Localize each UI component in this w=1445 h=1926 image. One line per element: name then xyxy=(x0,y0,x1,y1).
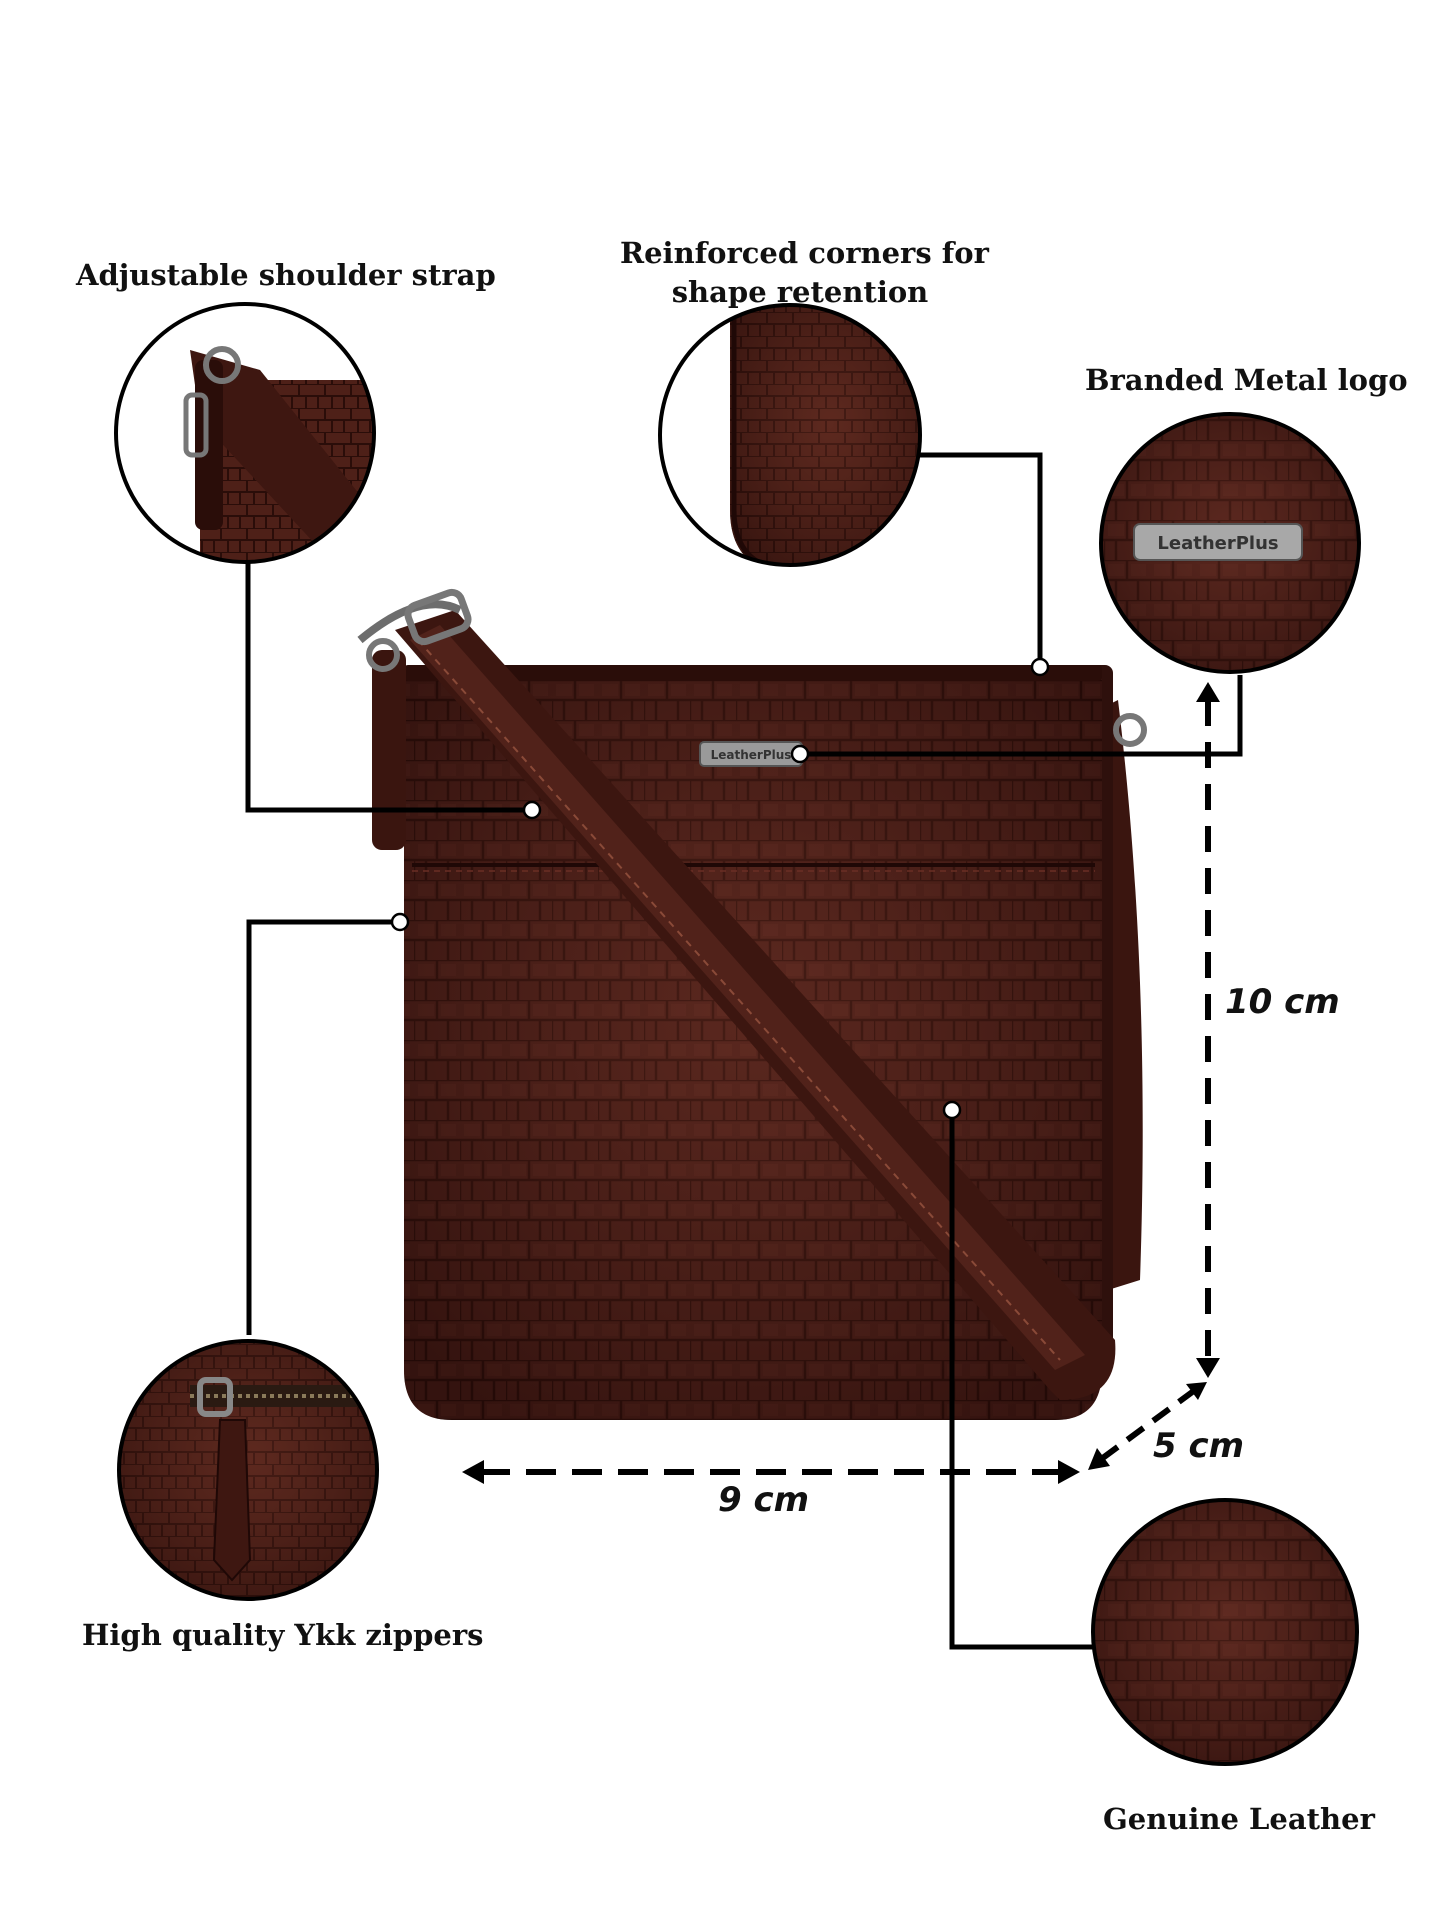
feature-label-logo: Branded Metal logo xyxy=(1085,363,1408,397)
bag-illustration: LeatherPlus xyxy=(357,588,1147,1420)
bag-logo-text: LeatherPlus xyxy=(711,748,792,762)
detail-strap-circle xyxy=(114,302,376,564)
detail-corner-circle xyxy=(658,303,922,567)
feature-label-leather: Genuine Leather xyxy=(1103,1802,1375,1836)
feature-label-corners: Reinforced corners for shape retention xyxy=(620,234,989,312)
connector-strap xyxy=(245,560,532,813)
connector-lines xyxy=(245,452,1243,1650)
feature-label-strap: Adjustable shoulder strap xyxy=(76,258,496,292)
connector-dots xyxy=(390,657,1050,1120)
detail-logo-text: LeatherPlus xyxy=(1157,533,1278,554)
detail-zipper-circle xyxy=(117,1339,379,1601)
detail-leather-circle xyxy=(1091,1498,1359,1766)
connector-logo xyxy=(800,675,1243,757)
dimension-height-label: 10 cm xyxy=(1225,982,1340,1022)
dimension-width-label: 9 cm xyxy=(718,1480,810,1520)
dimension-width-arrow xyxy=(462,1460,1080,1484)
dimension-height-arrow xyxy=(1196,682,1220,1378)
detail-logo-circle: LeatherPlus xyxy=(1099,412,1361,674)
strap-buckle xyxy=(357,588,472,646)
connector-zipper xyxy=(246,919,400,1335)
dimension-depth-label: 5 cm xyxy=(1153,1426,1245,1466)
connector-corner xyxy=(920,452,1043,666)
connector-leather xyxy=(949,1110,1093,1650)
feature-label-corners-line2: shape retention xyxy=(671,275,929,310)
dimension-depth-arrow xyxy=(1088,1382,1207,1470)
feature-label-zippers: High quality Ykk zippers xyxy=(82,1618,484,1652)
feature-label-corners-line1: Reinforced corners for xyxy=(620,236,989,270)
